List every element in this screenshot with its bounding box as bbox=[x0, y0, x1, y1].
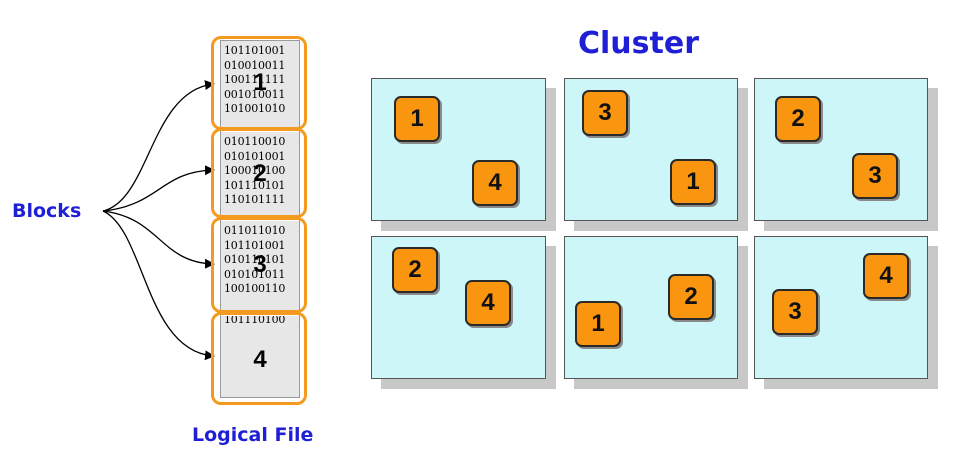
arrow-to-block-4 bbox=[102, 210, 215, 361]
cluster-node-5: 1 2 bbox=[564, 236, 738, 379]
block-number: 3 bbox=[253, 251, 267, 278]
node-block-chip: 1 bbox=[670, 159, 716, 205]
node-block-chip: 2 bbox=[392, 247, 438, 293]
node-block-chip: 3 bbox=[772, 289, 818, 335]
cluster-node-3: 2 3 bbox=[754, 78, 928, 221]
node-block-chip: 3 bbox=[582, 90, 628, 136]
block-outline-4 bbox=[211, 312, 307, 405]
file-block-4: 101110100 4 bbox=[221, 316, 299, 397]
node-block-chip: 4 bbox=[863, 253, 909, 299]
arrow-to-block-1 bbox=[102, 80, 215, 212]
file-block-3: 011011010 101101001 010110101 010101011 … bbox=[221, 221, 299, 314]
node-block-chip: 3 bbox=[852, 153, 898, 199]
arrow-to-block-3 bbox=[102, 210, 215, 269]
cluster-title: Cluster bbox=[578, 26, 699, 61]
node-block-chip: 1 bbox=[575, 301, 621, 347]
blocks-label: Blocks bbox=[12, 200, 82, 222]
block-outline-2 bbox=[211, 128, 307, 218]
logical-file-label: Logical File bbox=[192, 424, 314, 446]
block-number: 4 bbox=[253, 346, 267, 373]
block-bits: 101110100 bbox=[224, 316, 286, 326]
block-outline-1 bbox=[211, 36, 307, 130]
arrow-to-block-2 bbox=[102, 165, 215, 212]
block-outline-3 bbox=[211, 217, 307, 313]
file-block-1: 101101001 010010011 100111111 001010011 … bbox=[221, 41, 299, 130]
cluster-node-4: 2 4 bbox=[371, 236, 546, 379]
cluster-node-2: 3 1 bbox=[564, 78, 738, 221]
node-block-chip: 4 bbox=[465, 280, 511, 326]
block-bits: 011011010 101101001 010110101 010101011 … bbox=[224, 224, 286, 296]
node-block-chip: 1 bbox=[394, 96, 440, 142]
cluster-node-6: 3 4 bbox=[754, 236, 928, 379]
block-bits: 010110010 010101001 100010100 101110101 … bbox=[224, 135, 286, 207]
file-block-2: 010110010 010101001 100010100 101110101 … bbox=[221, 132, 299, 219]
block-number: 1 bbox=[253, 69, 267, 96]
cluster-node-1: 1 4 bbox=[371, 78, 546, 221]
node-block-chip: 2 bbox=[775, 96, 821, 142]
node-block-chip: 4 bbox=[472, 160, 518, 206]
block-bits: 101101001 010010011 100111111 001010011 … bbox=[224, 44, 286, 116]
node-block-chip: 2 bbox=[668, 274, 714, 320]
block-number: 2 bbox=[253, 160, 267, 187]
